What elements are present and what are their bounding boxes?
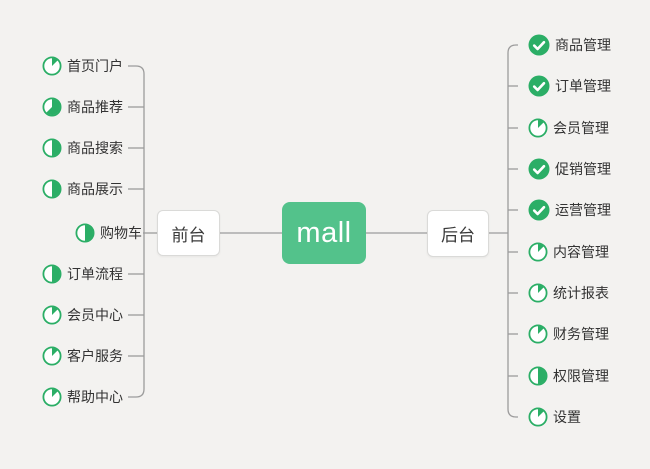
- task-progress-icon: [528, 242, 548, 262]
- task-progress-icon: [42, 179, 62, 199]
- node-label: 会员管理: [553, 120, 609, 136]
- task-done-icon: [528, 199, 550, 221]
- task-progress-icon: [528, 366, 548, 386]
- node-label: 商品推荐: [67, 99, 123, 115]
- mindmap-node[interactable]: 客户服务: [42, 343, 123, 369]
- node-label: 首页门户: [67, 58, 123, 74]
- task-progress-icon: [528, 283, 548, 303]
- task-done-icon: [528, 75, 550, 97]
- task-progress-icon: [528, 407, 548, 427]
- mindmap-node[interactable]: 内容管理: [528, 239, 609, 265]
- mindmap-node[interactable]: 商品管理: [528, 32, 611, 58]
- task-progress-icon: [42, 56, 62, 76]
- mindmap-node[interactable]: 订单管理: [528, 73, 611, 99]
- mindmap-node[interactable]: 财务管理: [528, 321, 609, 347]
- node-label: 商品搜索: [67, 140, 123, 156]
- mindmap-node[interactable]: 商品推荐: [42, 94, 123, 120]
- mindmap-node[interactable]: 促销管理: [528, 156, 611, 182]
- task-progress-icon: [528, 324, 548, 344]
- branch-node-label: 前台: [171, 225, 206, 245]
- node-label: 权限管理: [553, 368, 609, 384]
- branch-node-label: 后台: [441, 226, 475, 245]
- node-label: 设置: [553, 409, 581, 425]
- mindmap-node[interactable]: 会员中心: [42, 302, 123, 328]
- mindmap-node[interactable]: 帮助中心: [42, 384, 123, 410]
- node-label: 财务管理: [553, 326, 609, 342]
- node-label: 运营管理: [555, 202, 611, 218]
- task-progress-icon: [42, 346, 62, 366]
- task-progress-icon: [42, 97, 62, 117]
- root-node-mall[interactable]: mall: [282, 202, 366, 264]
- mindmap-node[interactable]: 商品展示: [42, 176, 123, 202]
- mindmap-node[interactable]: 购物车: [75, 220, 142, 246]
- task-progress-icon: [42, 264, 62, 284]
- task-progress-icon: [42, 387, 62, 407]
- mindmap-node[interactable]: 商品搜索: [42, 135, 123, 161]
- mindmap-node[interactable]: 会员管理: [528, 115, 609, 141]
- node-label: 内容管理: [553, 244, 609, 260]
- node-label: 购物车: [100, 225, 142, 241]
- task-progress-icon: [528, 118, 548, 138]
- mindmap-node[interactable]: 首页门户: [42, 53, 123, 79]
- task-done-icon: [528, 158, 550, 180]
- mindmap-node[interactable]: 统计报表: [528, 280, 609, 306]
- task-progress-icon: [42, 138, 62, 158]
- task-done-icon: [528, 34, 550, 56]
- node-label: 订单流程: [67, 266, 123, 282]
- mindmap-node[interactable]: 设置: [528, 404, 581, 430]
- node-label: 促销管理: [555, 161, 611, 177]
- node-label: 客户服务: [67, 348, 123, 364]
- node-label: 统计报表: [553, 285, 609, 301]
- node-label: 订单管理: [555, 78, 611, 94]
- mindmap-node[interactable]: 订单流程: [42, 261, 123, 287]
- task-progress-icon: [75, 223, 95, 243]
- task-progress-icon: [42, 305, 62, 325]
- branch-node-frontend[interactable]: 前台: [157, 210, 220, 256]
- node-label: 商品管理: [555, 37, 611, 53]
- root-node-label: mall: [296, 216, 352, 249]
- mindmap-node[interactable]: 运营管理: [528, 197, 611, 223]
- node-label: 帮助中心: [67, 389, 123, 405]
- node-label: 商品展示: [67, 181, 123, 197]
- mindmap-node[interactable]: 权限管理: [528, 363, 609, 389]
- node-label: 会员中心: [67, 307, 123, 323]
- branch-node-backend[interactable]: 后台: [427, 210, 489, 257]
